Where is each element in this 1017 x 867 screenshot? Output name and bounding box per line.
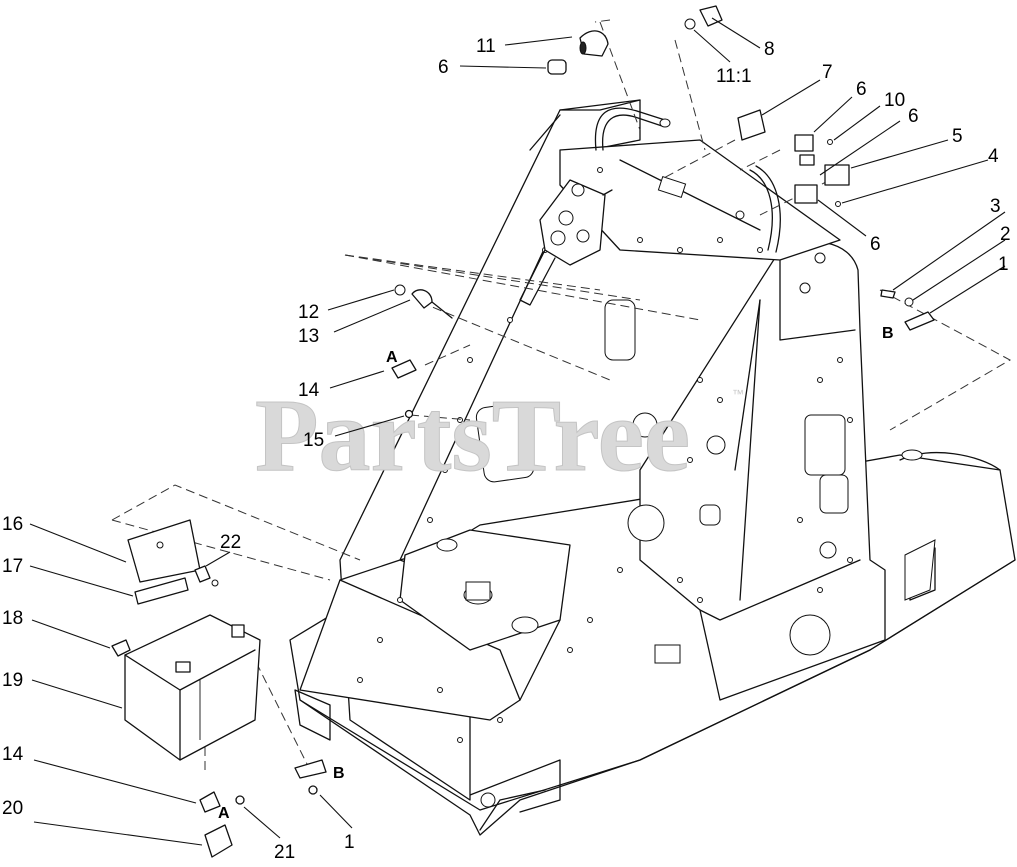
callout-11-1: 11:1	[716, 66, 752, 87]
callout-3: 3	[990, 196, 1001, 217]
callout-4: 4	[988, 146, 999, 167]
explosion-lines	[111, 19, 1012, 771]
connector-letter-b-lower: B	[333, 765, 345, 782]
callout-7: 7	[822, 62, 833, 83]
callout-21: 21	[274, 842, 295, 863]
callout-2: 2	[1000, 224, 1011, 245]
callout-12: 12	[298, 302, 319, 323]
control-valve	[519, 179, 613, 306]
connector-letter-b-right: B	[882, 325, 894, 342]
callout-1-right: 1	[998, 254, 1009, 275]
callout-13: 13	[298, 326, 319, 347]
callout-8: 8	[764, 39, 775, 60]
callout-17: 17	[2, 556, 23, 577]
callout-16: 16	[2, 514, 23, 535]
leader-lines	[29, 17, 1006, 846]
callout-labels: 11 6 8 11:1 7 6 10 6 5 4 6 3 2 1 B 12 13…	[2, 36, 1011, 863]
connector-letter-a-lower: A	[218, 805, 230, 822]
callout-11: 11	[476, 36, 496, 57]
callout-6-top: 6	[438, 57, 449, 78]
watermark-trademark: ™	[732, 387, 744, 401]
callout-10: 10	[884, 90, 905, 111]
callout-19: 19	[2, 670, 23, 691]
callout-15: 15	[303, 430, 324, 451]
callout-6-upper-right: 6	[856, 79, 867, 100]
callout-14-upper: 14	[298, 380, 320, 401]
callout-14-lower: 14	[2, 744, 24, 765]
chassis-frame	[289, 99, 1016, 836]
callout-1-lower: 1	[344, 832, 355, 853]
callout-6-right: 6	[908, 106, 919, 127]
callout-20: 20	[2, 798, 23, 819]
connector-letter-a-upper: A	[386, 349, 398, 366]
callout-5: 5	[952, 126, 963, 147]
watermark-text: PartsTree	[255, 378, 690, 493]
callout-22: 22	[220, 532, 241, 553]
callout-18: 18	[2, 608, 23, 629]
callout-6-lower-right: 6	[870, 234, 881, 255]
exploded-parts	[111, 5, 935, 858]
